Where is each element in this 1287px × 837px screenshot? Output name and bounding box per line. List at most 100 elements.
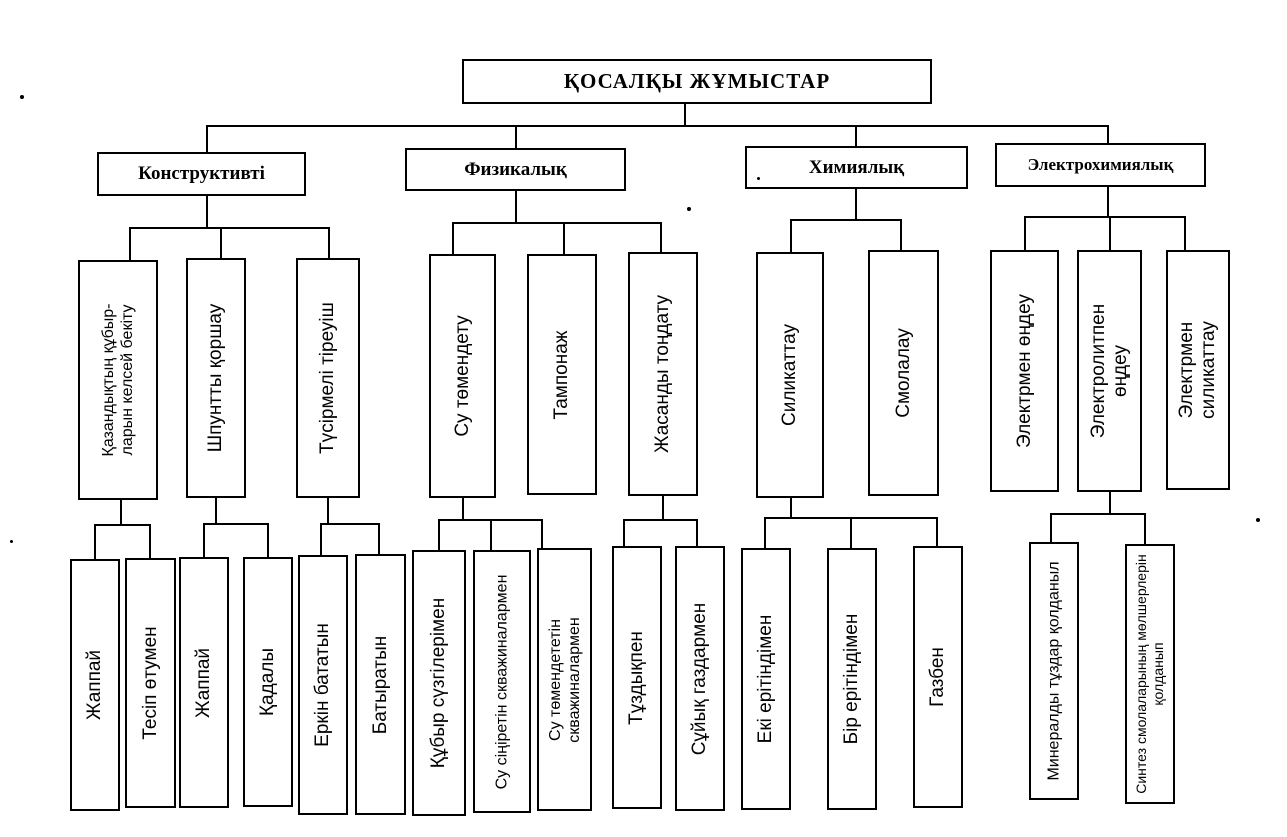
category-physical: Физикалық [405, 148, 626, 191]
method-electro-silicatization: Электрмен силикаттау [1166, 250, 1230, 490]
leaf-dw-absorbing-wells: Су сіңіретін скважиналармен [473, 550, 531, 813]
leaf-sp-continuous: Жаппай [179, 557, 229, 808]
connector [206, 125, 1109, 127]
method-electrolyte-treatment: Электролитпен өңдеу [1077, 250, 1142, 492]
leaf-si-gas: Газбен [913, 546, 963, 808]
connector [206, 125, 208, 152]
leaf-label: Жаппай [193, 647, 214, 718]
scan-speck [10, 540, 13, 543]
category-label: Электрохимиялық [1027, 155, 1174, 174]
connector [94, 524, 151, 526]
leaf-si-two-solutions: Екі ерітіндімен [741, 548, 791, 810]
method-label: Тампонаж [551, 329, 572, 420]
connector [320, 523, 380, 525]
leaf-label: Су сіңіретін скважиналармен [493, 574, 511, 789]
leaf-el-synthetic-resins: Синтез смолаларының мөлшерлерін қолданып [1125, 544, 1175, 804]
connector [684, 104, 686, 126]
leaf-label: Құбыр сүзгілерімен [428, 597, 449, 769]
method-label: Электролитпен өңдеу [1087, 303, 1131, 439]
connector [328, 227, 330, 258]
method-sinking-support: Түсірмелі тіреуіш [296, 258, 360, 498]
leaf-label: Сұйық газдармен [689, 602, 710, 755]
category-constructive: Конструктивті [97, 152, 306, 196]
connector [623, 519, 698, 521]
category-label: Физикалық [464, 158, 567, 180]
connector [438, 519, 440, 550]
connector [790, 219, 902, 221]
connector [662, 496, 664, 520]
connector [94, 524, 96, 559]
leaf-si-one-solution: Бір ерітіндімен [827, 548, 877, 810]
connector [563, 222, 565, 254]
connector [490, 519, 492, 550]
leaf-label: Екі ерітіндімен [755, 614, 776, 744]
leaf-label: Синтез смолаларының мөлшерлерін қолданып [1133, 554, 1166, 794]
method-label: Электрмен силикаттау [1176, 321, 1219, 419]
connector [790, 219, 792, 252]
method-silicatization: Силикаттау [756, 252, 824, 498]
connector [1050, 513, 1146, 515]
leaf-label: Газбен [927, 647, 948, 707]
connector [215, 498, 217, 524]
method-label: Электрмен өңдеу [1013, 294, 1035, 448]
leaf-sp-piled: Қадалы [243, 557, 293, 807]
leaf-ss-pressed: Батыратын [355, 554, 406, 815]
connector [515, 125, 517, 148]
connector [1107, 125, 1109, 143]
connector [515, 191, 517, 223]
connector [267, 523, 269, 557]
category-chemical: Химиялық [745, 146, 968, 189]
leaf-label: Тесіп өтумен [139, 626, 161, 740]
connector [129, 227, 330, 229]
leaf-label: Бір ерітіндімен [841, 613, 862, 745]
connector [378, 523, 380, 554]
leaf-el-mineral-salts: Минералды тұздар қолданыл [1029, 542, 1079, 800]
method-label: Қазандықтың құбыр-ларын келсей бекіту [100, 303, 136, 457]
category-label: Конструктивті [138, 163, 265, 184]
connector [900, 219, 902, 250]
connector [1184, 216, 1186, 250]
method-label: Түсірмелі тіреуіш [317, 302, 338, 454]
connector [541, 519, 543, 548]
connector [462, 498, 464, 520]
leaf-bp-through: Тесіп өтумен [125, 558, 176, 808]
connector [129, 227, 131, 260]
method-artificial-freezing: Жасанды тоңдату [628, 252, 698, 496]
connector [452, 222, 454, 254]
connector [855, 125, 857, 146]
connector [936, 517, 938, 546]
connector [1107, 187, 1109, 217]
method-dewatering: Су төмендету [429, 254, 496, 498]
connector [327, 498, 329, 524]
method-electro-treatment: Электрмен өңдеу [990, 250, 1059, 492]
connector [320, 523, 322, 555]
leaf-label: Жаппай [84, 649, 105, 721]
connector [764, 517, 766, 548]
leaf-dw-pipe-filters: Құбыр сүзгілерімен [412, 550, 466, 816]
leaf-label: Батыратын [369, 635, 391, 734]
leaf-fr-liquid-gas: Сұйық газдармен [675, 546, 725, 811]
method-boiler-pipes: Қазандықтың құбыр-ларын келсей бекіту [78, 260, 158, 500]
leaf-label: Тұздықпен [626, 630, 647, 725]
method-label: Силикаттау [779, 324, 800, 426]
connector [1024, 216, 1186, 218]
connector [149, 524, 151, 558]
connector [623, 519, 625, 546]
connector [850, 517, 852, 548]
connector [855, 189, 857, 220]
leaf-bp-continuous: Жаппай [70, 559, 120, 811]
scan-speck [687, 207, 691, 211]
leaf-label: Минералды тұздар қолданыл [1045, 561, 1063, 781]
method-resin-injection: Смолалау [868, 250, 939, 496]
leaf-label: Су төмендететін скважиналармен [546, 616, 583, 743]
connector [1144, 513, 1146, 544]
connector [1109, 216, 1111, 250]
leaf-label: Қадалы [257, 647, 278, 717]
connector [220, 227, 222, 258]
category-label: Химиялық [808, 156, 905, 178]
connector [790, 498, 792, 518]
connector [696, 519, 698, 546]
connector [452, 222, 662, 224]
method-label: Смолалау [892, 328, 914, 418]
